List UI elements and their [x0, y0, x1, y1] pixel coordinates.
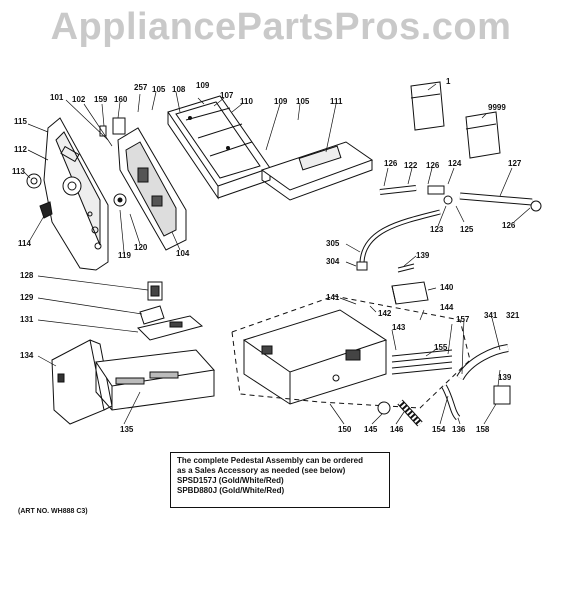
fitting-124	[427, 185, 453, 205]
hose-127	[459, 192, 542, 212]
callout-101: 101	[50, 93, 64, 102]
callout-139a: 139	[416, 251, 430, 260]
callout-134: 134	[20, 351, 34, 360]
callout-110: 110	[240, 97, 253, 106]
note-line-3: SPSD157J (Gold/White/Red)	[177, 476, 284, 485]
callout-145: 145	[364, 425, 378, 434]
callout-124: 124	[448, 159, 462, 168]
callout-113: 113	[12, 167, 25, 176]
callout-125: 125	[460, 225, 474, 234]
part-131	[137, 315, 204, 341]
callout-126a: 126	[384, 159, 398, 168]
callout-126b: 126	[426, 161, 440, 170]
front-panel-134	[51, 339, 113, 425]
callout-143: 143	[392, 323, 406, 332]
part-139-wires	[397, 263, 415, 273]
callout-131: 131	[20, 315, 34, 324]
callout-305: 305	[326, 239, 340, 248]
clip-114	[39, 201, 53, 219]
pedestal-tub-150	[242, 309, 388, 405]
callout-136: 136	[452, 425, 466, 434]
watermark-text: AppliancePartsPros.com	[50, 6, 512, 48]
corrugated-146	[397, 399, 423, 427]
top-frame	[167, 95, 271, 200]
hose-136	[441, 384, 461, 421]
part-304	[356, 261, 368, 271]
callout-158: 158	[476, 425, 490, 434]
note-line-2: as a Sales Accessory as needed (see belo…	[177, 466, 346, 475]
callout-160: 160	[114, 95, 128, 104]
callout-321: 321	[506, 311, 520, 320]
note-line-1: The complete Pedestal Assembly can be or…	[177, 456, 363, 465]
coil-155	[391, 349, 453, 375]
callout-155: 155	[434, 343, 448, 352]
callout-139b: 139	[498, 373, 512, 382]
callout-257: 257	[134, 83, 148, 92]
part-128	[147, 281, 163, 301]
callout-126c: 126	[502, 221, 516, 230]
pedestal-outline	[231, 295, 471, 409]
callout-154: 154	[432, 425, 446, 434]
callout-142: 142	[378, 309, 392, 318]
callout-144: 144	[440, 303, 454, 312]
callout-119: 119	[118, 251, 131, 260]
hose-122	[379, 185, 417, 195]
part-159	[99, 125, 107, 137]
pedestal-note-box: The complete Pedestal Assembly can be or…	[170, 452, 390, 508]
drawer-135	[95, 349, 215, 411]
callout-123: 123	[430, 225, 444, 234]
callout-341: 341	[484, 311, 498, 320]
control-board-104	[113, 127, 187, 251]
callout-104: 104	[176, 249, 190, 258]
callout-107: 107	[220, 91, 234, 100]
callout-109: 109	[196, 81, 210, 90]
callout-102: 102	[72, 95, 86, 104]
dispenser-cover-111	[260, 141, 374, 201]
callout-1: 1	[446, 77, 451, 86]
callout-129: 129	[20, 293, 34, 302]
callout-159: 159	[94, 95, 108, 104]
part-145	[377, 401, 391, 415]
callout-115: 115	[14, 117, 27, 126]
callout-105: 105	[152, 85, 166, 94]
callout-141: 141	[326, 293, 340, 302]
callout-122: 122	[404, 161, 418, 170]
part-160	[112, 117, 126, 135]
art-number: (ART NO. WH888 C3)	[18, 508, 88, 515]
callout-105b: 105	[296, 97, 310, 106]
callout-9999: 9999	[488, 103, 506, 112]
callout-127: 127	[508, 159, 522, 168]
leader-lines	[23, 83, 531, 425]
callout-128: 128	[20, 271, 34, 280]
part-140	[391, 281, 429, 305]
callout-120: 120	[134, 243, 148, 252]
callout-135: 135	[120, 425, 134, 434]
drain-hose-341	[456, 344, 511, 405]
callout-304: 304	[326, 257, 340, 266]
knob-113	[26, 173, 42, 189]
callout-157: 157	[456, 315, 470, 324]
control-panel	[43, 117, 109, 271]
part-bag-9999	[465, 111, 501, 159]
callout-114: 114	[18, 239, 31, 248]
callout-112: 112	[14, 145, 27, 154]
part-bag-1	[410, 81, 445, 131]
hose-305	[359, 209, 441, 263]
callout-146: 146	[390, 425, 404, 434]
part-129	[139, 305, 165, 325]
callout-140: 140	[440, 283, 454, 292]
note-line-4: SPBD880J (Gold/White/Red)	[177, 486, 285, 495]
callout-150: 150	[338, 425, 352, 434]
callout-108: 108	[172, 85, 186, 94]
callout-111: 111	[330, 97, 343, 106]
callout-109b: 109	[274, 97, 288, 106]
